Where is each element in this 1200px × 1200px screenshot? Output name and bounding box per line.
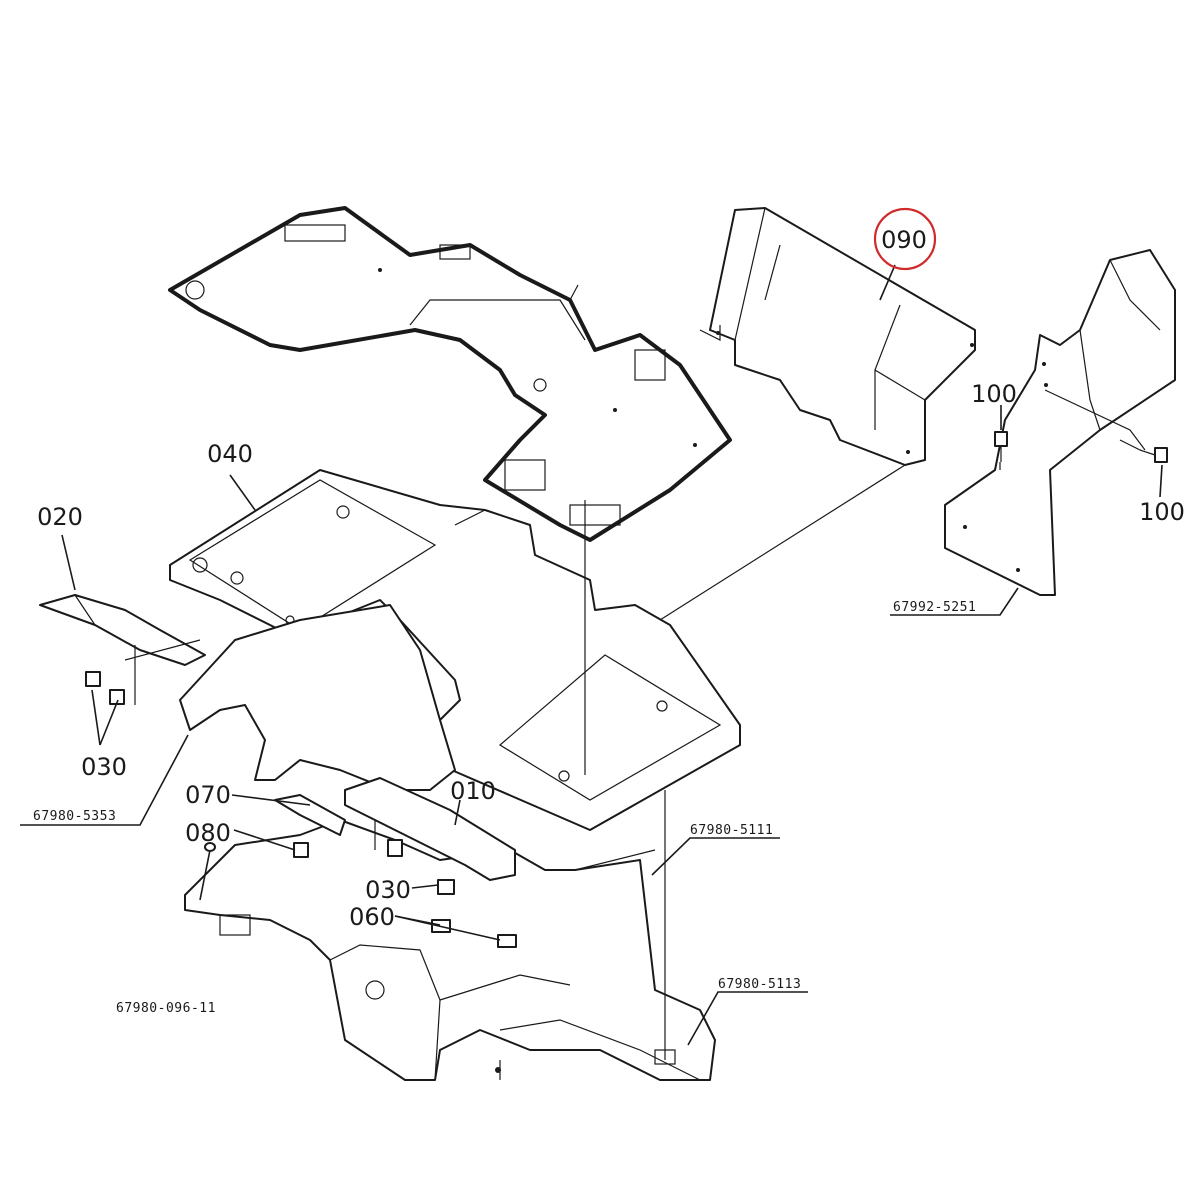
ref-67980-5111[interactable]: 67980-5111: [690, 823, 773, 838]
ref-67992-5251[interactable]: 67992-5251: [893, 600, 976, 615]
highlight-circle: [873, 207, 937, 271]
callout-060[interactable]: 060: [349, 903, 395, 931]
ref-67980-5113[interactable]: 67980-5113: [718, 977, 801, 992]
callout-030-left[interactable]: 030: [81, 753, 127, 781]
assembly-lines: [124, 439, 1141, 1060]
callout-100-right[interactable]: 100: [1139, 498, 1185, 526]
bolt-100-left: [994, 431, 1008, 462]
callout-090[interactable]: 090: [881, 226, 927, 254]
bolt-030-left: [85, 671, 125, 705]
bracket-020: [39, 594, 206, 666]
floor-mat: [168, 206, 732, 542]
callout-070[interactable]: 070: [185, 781, 231, 809]
lower-frame: [179, 604, 716, 1081]
callout-040[interactable]: 040: [207, 440, 253, 468]
callout-100-left[interactable]: 100: [971, 380, 1017, 408]
clip-060: [431, 919, 517, 948]
leader-lines: [20, 264, 1163, 1046]
callout-030-center[interactable]: 030: [365, 876, 411, 904]
figure-number: 67980-096-11: [116, 1001, 216, 1016]
callout-020[interactable]: 020: [37, 503, 83, 531]
fender-panel: [944, 249, 1176, 596]
bracket-070: [274, 794, 346, 836]
ref-67980-5353[interactable]: 67980-5353: [33, 809, 116, 824]
bracket-010: [344, 777, 516, 881]
bolt-030-center: [387, 839, 455, 895]
lever: [199, 842, 216, 901]
front-cover-090: [699, 207, 976, 466]
callout-010[interactable]: 010: [450, 777, 496, 805]
bolt-100-right: [1139, 447, 1168, 463]
callout-080[interactable]: 080: [185, 819, 231, 847]
bolt-080: [293, 842, 309, 858]
